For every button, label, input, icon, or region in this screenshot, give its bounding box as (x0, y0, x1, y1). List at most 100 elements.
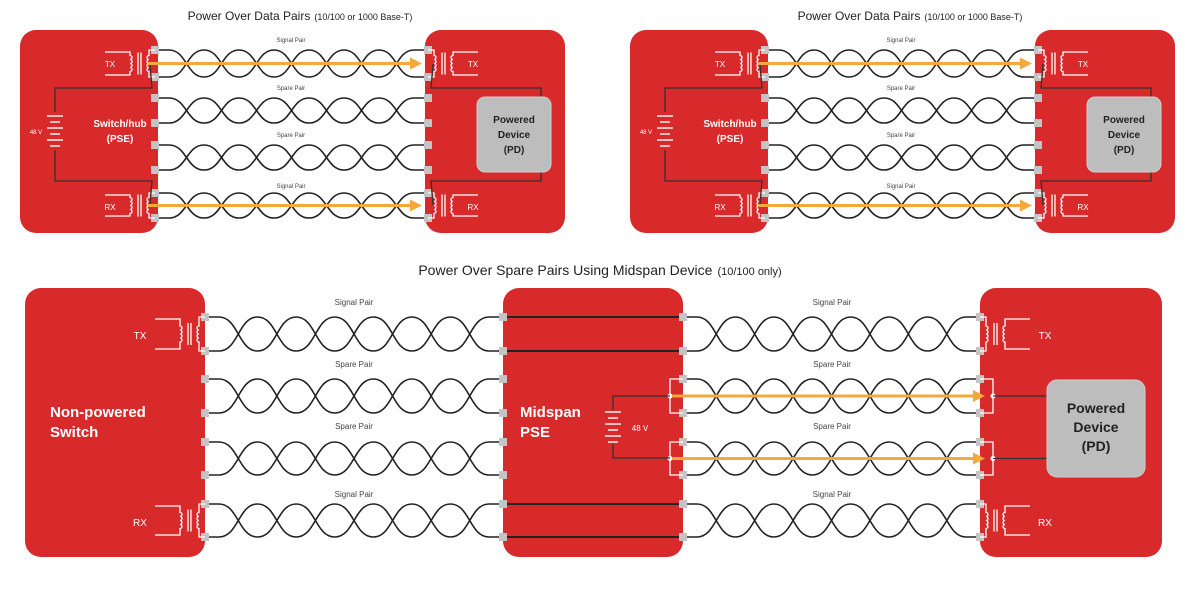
transformer-coil-icon (105, 51, 133, 76)
terminal-block (679, 533, 687, 541)
pair-label: Spare Pair (887, 86, 915, 92)
power-wire (1040, 172, 1152, 206)
terminal-block (499, 500, 507, 508)
tx-label: TX (1039, 331, 1052, 342)
terminal-block (201, 375, 209, 383)
pair-label: Spare Pair (335, 360, 373, 369)
terminal-block (151, 141, 159, 149)
transformer-coil-icon (428, 49, 437, 78)
twisted-wire (683, 316, 980, 352)
rx-label: RX (714, 203, 726, 212)
pair-label: Spare Pair (335, 422, 373, 431)
pair-label: Spare Pair (887, 133, 915, 139)
terminal-block (499, 438, 507, 446)
midspan-label: Midspan (520, 404, 581, 421)
transformer-coil-icon (980, 503, 989, 538)
terminal-block (761, 166, 769, 174)
pd-label: (PD) (1082, 438, 1111, 454)
subtitle-text: (10/100 or 1000 Base-T) (924, 12, 1022, 22)
voltage-label: 48 V (640, 130, 652, 136)
twisted-wire (765, 144, 1038, 171)
data-pairs-diagram-left: Power Over Data Pairs(10/100 or 1000 Bas… (20, 9, 565, 233)
arrow-head-icon (973, 390, 985, 402)
pd-label: Device (498, 130, 531, 141)
twisted-wire (205, 378, 503, 414)
tx-label: TX (715, 60, 726, 69)
pse-box (630, 30, 768, 233)
midspan-label: PSE (520, 424, 550, 441)
pair-label: Signal Pair (886, 184, 915, 190)
transformer-coil-icon (1002, 505, 1030, 536)
pair-label: Signal Pair (276, 184, 305, 190)
transformer-coil-icon (450, 51, 478, 76)
power-wire (430, 63, 542, 98)
transformer-coil-icon (196, 503, 205, 538)
power-wire (612, 444, 670, 459)
powered-device-box (1086, 96, 1162, 173)
pair-label: Spare Pair (813, 360, 851, 369)
transformer-coil-icon (1038, 49, 1047, 78)
powered-device-box (476, 96, 552, 173)
transformer-coil-icon (1060, 194, 1088, 217)
terminal-block (201, 471, 209, 479)
arrow-head-icon (410, 57, 422, 70)
terminal-block (424, 166, 432, 174)
transformer-coil-icon (196, 316, 205, 352)
switch-label: Switch (50, 424, 98, 441)
terminal-block (201, 438, 209, 446)
title-text: Power Over Data Pairs (188, 9, 311, 23)
title-text: Power Over Data Pairs (798, 9, 921, 23)
terminal-block (761, 119, 769, 127)
pd-label: Device (1073, 419, 1118, 435)
rx-label: RX (467, 203, 479, 212)
terminal-block (499, 347, 507, 355)
transformer-coil-icon (1038, 192, 1047, 219)
rx-label: RX (1077, 203, 1089, 212)
pair-label: Signal Pair (886, 38, 915, 44)
pair-label: Signal Pair (335, 298, 374, 307)
transformer-coil-icon (155, 505, 183, 536)
power-wire (612, 395, 670, 410)
pair-label: Signal Pair (276, 38, 305, 44)
pair-label: Signal Pair (813, 490, 852, 499)
diagram-title: Power Over Spare Pairs Using Midspan Dev… (418, 262, 781, 278)
pse-box (20, 30, 158, 233)
twisted-wire (205, 441, 503, 476)
terminal-block (499, 533, 507, 541)
powered-device-box (1046, 379, 1146, 478)
transformer-coil-icon (105, 194, 133, 217)
power-wire (54, 150, 153, 206)
terminal-block (499, 375, 507, 383)
terminal-block (201, 409, 209, 417)
pair-label: Spare Pair (277, 86, 305, 92)
transformer-coil-icon (715, 51, 743, 76)
transformer-coil-icon (450, 194, 478, 217)
diagram-title: Power Over Data Pairs(10/100 or 1000 Bas… (188, 9, 413, 23)
tx-label: TX (1078, 60, 1089, 69)
terminal-block (424, 141, 432, 149)
data-pairs-diagram-right: Power Over Data Pairs(10/100 or 1000 Bas… (630, 9, 1175, 233)
terminal-block (499, 313, 507, 321)
pse-label: Switch/hub (703, 119, 756, 130)
terminal-block (679, 347, 687, 355)
twisted-wire (205, 503, 503, 538)
terminal-block (679, 313, 687, 321)
pd-label: Powered (1103, 115, 1145, 126)
subtitle-text: (10/100 or 1000 Base-T) (314, 12, 412, 22)
pair-label: Spare Pair (813, 422, 851, 431)
transformer-coil-icon (715, 194, 743, 217)
pd-label: Powered (493, 115, 535, 126)
pair-label: Spare Pair (277, 133, 305, 139)
transformer-coil-icon (980, 316, 989, 352)
terminal-block (151, 166, 159, 174)
power-wire (54, 63, 153, 112)
arrow-head-icon (1020, 57, 1032, 70)
voltage-label: 48 V (632, 424, 649, 433)
title-text: Power Over Spare Pairs Using Midspan Dev… (418, 262, 712, 278)
terminal-block (151, 119, 159, 127)
power-wire (430, 172, 542, 206)
tx-label: TX (105, 60, 116, 69)
rx-label: RX (1038, 518, 1052, 529)
arrow-head-icon (973, 452, 985, 465)
